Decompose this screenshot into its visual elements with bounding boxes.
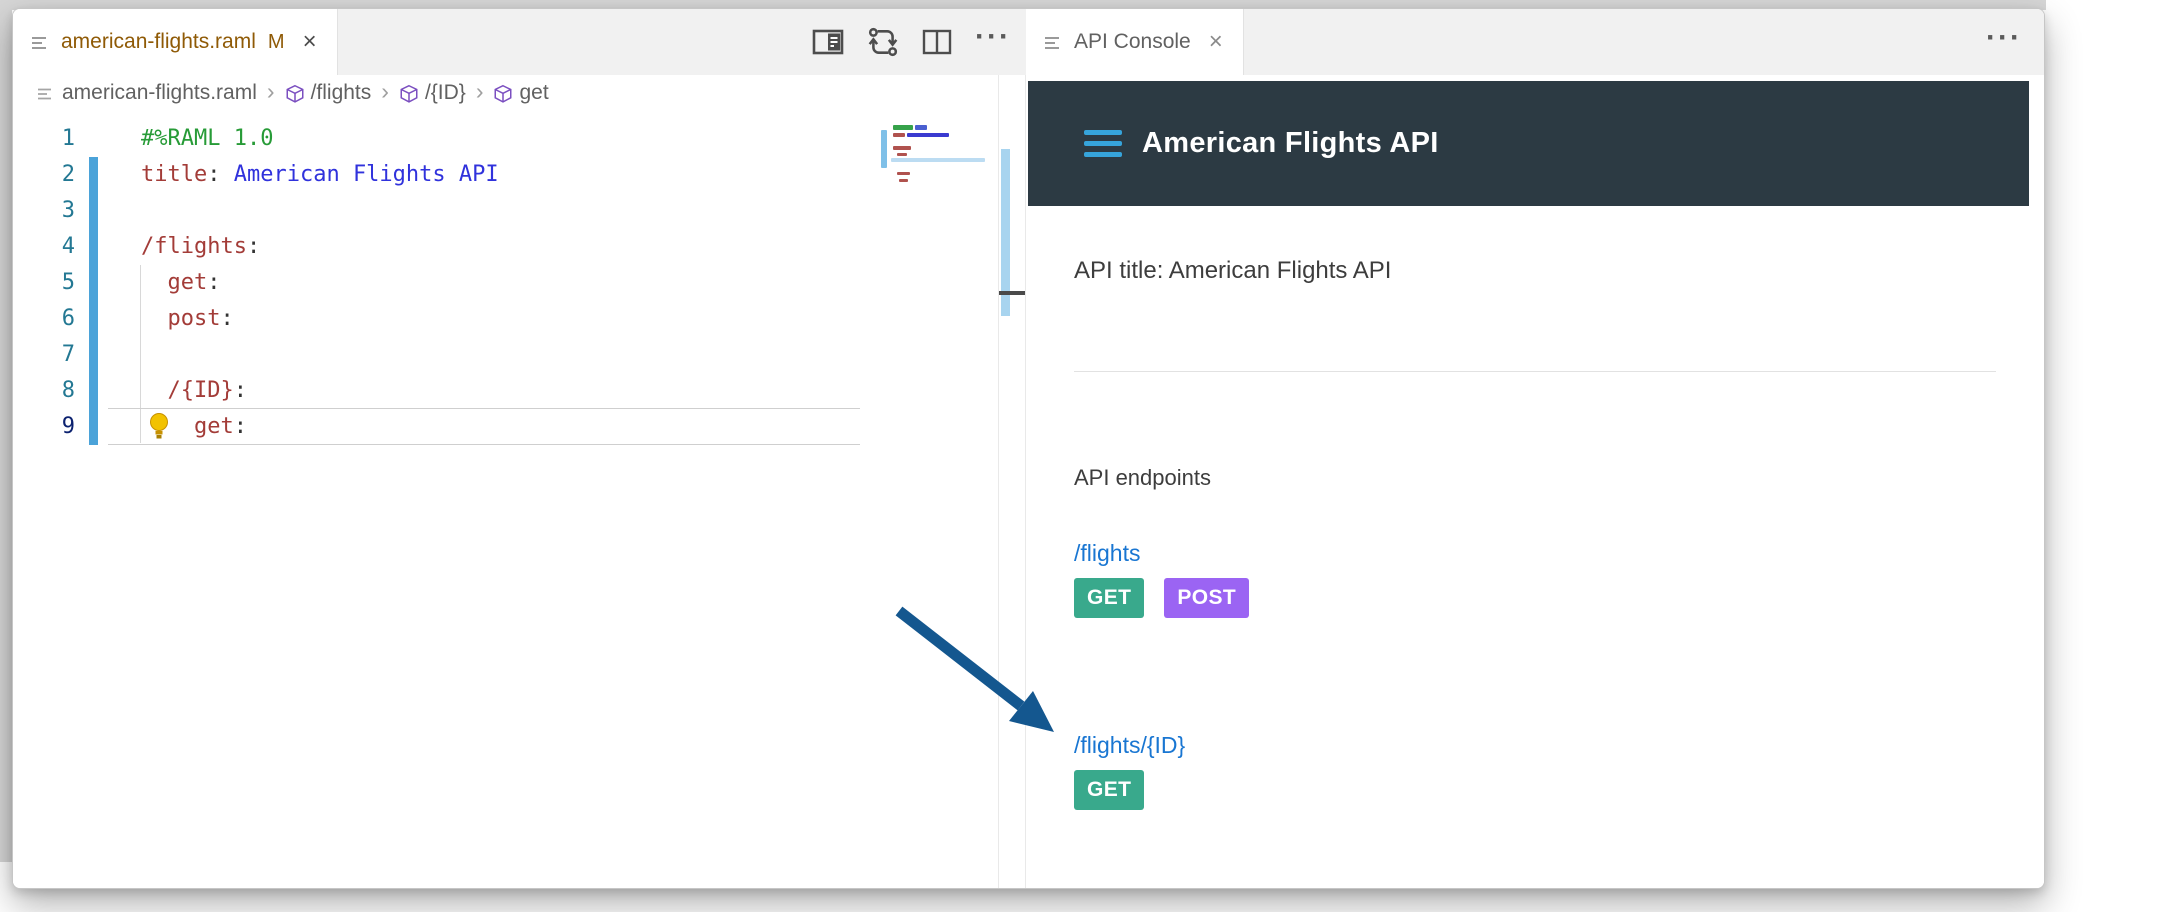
breadcrumb-item-label: /flights (310, 81, 372, 104)
method-badge-post[interactable]: POST (1164, 578, 1250, 618)
code-line[interactable]: #%RAML 1.0 (141, 126, 274, 151)
api-title-text: API title: American Flights API (1074, 257, 1392, 284)
line-number: 4 (61, 234, 75, 259)
symbol-cube-icon (399, 84, 419, 104)
breadcrumb-separator: › (475, 78, 484, 104)
api-console-header: American Flights API (1028, 81, 2029, 206)
code-line[interactable]: post: (141, 306, 234, 331)
minimap[interactable] (869, 123, 987, 189)
method-row: GET (1074, 770, 1249, 810)
tab-american-flights-raml[interactable]: american-flights.raml M × (13, 9, 338, 75)
code-line[interactable]: /flights: (141, 234, 261, 259)
breadcrumb-separator: › (381, 78, 389, 104)
endpoint-group: /flights/{ID} GET (1074, 732, 1249, 810)
file-icon (1044, 35, 1062, 51)
current-line-border-top (108, 408, 860, 409)
line-number: 2 (61, 162, 75, 187)
minimap-mark (915, 125, 927, 130)
line-number: 7 (61, 342, 75, 367)
endpoint-link[interactable]: /flights/{ID} (1074, 732, 1186, 758)
breadcrumb-item-file[interactable]: american-flights.raml (62, 81, 257, 105)
symbol-cube-icon (285, 84, 305, 104)
gutter-modified-indicator (89, 157, 98, 445)
gutter-numbers: 1 2 3 4 5 6 7 8 9 (13, 121, 75, 445)
line-number: 3 (61, 198, 75, 223)
symbol-cube-icon (493, 84, 513, 104)
tab-api-console[interactable]: API Console × (1026, 9, 1244, 75)
breadcrumb-file-label: american-flights.raml (62, 81, 257, 104)
breadcrumb-item[interactable]: /{ID} (399, 81, 466, 105)
tab-label: API Console (1074, 30, 1191, 53)
tab-close-icon[interactable]: × (302, 28, 317, 55)
line-number: 5 (61, 270, 75, 295)
line-number: 1 (61, 126, 75, 151)
editor-panel-divider[interactable] (998, 75, 1026, 888)
breadcrumb-item-label: /{ID} (424, 81, 466, 104)
current-line-border-bottom (108, 444, 860, 445)
breadcrumb-item-label: get (519, 81, 549, 104)
api-console-panel: American Flights API API title: American… (1026, 75, 2044, 888)
scrollbar-handle[interactable] (999, 291, 1025, 295)
code-line[interactable] (141, 337, 499, 373)
open-preview-icon[interactable] (811, 27, 845, 57)
right-tab-bar: API Console × ··· (1025, 9, 2044, 75)
minimap-mark (897, 172, 910, 175)
scrollbar-slider[interactable] (1001, 149, 1010, 316)
endpoints-heading: API endpoints (1074, 465, 1211, 490)
file-icon (31, 35, 49, 51)
section-divider (1074, 371, 1996, 372)
backdrop-left-edge (0, 0, 12, 862)
breadcrumb-file-icon (37, 87, 53, 101)
code-line[interactable]: get: (141, 270, 221, 295)
more-actions-icon[interactable]: ··· (975, 20, 1011, 53)
minimap-mark (907, 133, 949, 137)
endpoint-link[interactable]: /flights (1074, 540, 1141, 566)
api-header-title: American Flights API (1142, 127, 1439, 159)
line-number: 9 (61, 414, 75, 439)
method-badge-get[interactable]: GET (1074, 770, 1145, 810)
tab-label: american-flights.raml (61, 30, 256, 53)
method-badge-get[interactable]: GET (1074, 578, 1145, 618)
hamburger-menu-icon[interactable] (1084, 130, 1122, 157)
code-line[interactable]: /{ID}: (141, 378, 247, 403)
breadcrumb-separator: › (266, 78, 275, 104)
code-lines: #%RAML 1.0 title: American Flights API/fl… (141, 121, 499, 445)
minimap-mark (881, 130, 887, 168)
more-actions-icon[interactable]: ··· (1986, 21, 2022, 54)
code-line[interactable] (141, 193, 499, 229)
code-editor[interactable]: 1 2 3 4 5 6 7 8 9 #%RAML 1.0 title: American Flig… (13, 111, 998, 888)
backdrop-top-edge (0, 0, 2046, 10)
open-changes-icon[interactable] (867, 26, 899, 58)
minimap-mark (893, 133, 905, 137)
lightbulb-icon[interactable] (146, 411, 172, 446)
breadcrumb: american-flights.raml › /flights › /{ID} › ge… (13, 75, 1025, 111)
line-number: 6 (61, 306, 75, 331)
vscode-window: american-flights.raml M × ··· API Consol… (12, 8, 2045, 889)
editor-actions: ··· (811, 9, 1011, 75)
minimap-mark (893, 146, 911, 150)
code-line[interactable]: title: American Flights API (141, 162, 499, 187)
method-row: GET POST (1074, 578, 1250, 618)
minimap-mark (897, 153, 907, 156)
minimap-mark (893, 125, 913, 130)
tab-close-icon[interactable]: × (1208, 28, 1223, 55)
git-modified-badge: M (267, 30, 285, 53)
line-number: 8 (61, 378, 75, 403)
breadcrumb-item[interactable]: /flights (285, 81, 372, 105)
minimap-mark (899, 179, 908, 182)
code-line[interactable]: get: (141, 414, 247, 439)
split-editor-icon[interactable] (921, 28, 953, 56)
breadcrumb-symbols: › /flights › /{ID} › get (266, 78, 549, 108)
indent-guide (140, 265, 141, 443)
breadcrumb-item[interactable]: get (493, 81, 549, 105)
left-tab-bar: american-flights.raml M × ··· (13, 9, 1025, 75)
minimap-mark (891, 158, 985, 162)
